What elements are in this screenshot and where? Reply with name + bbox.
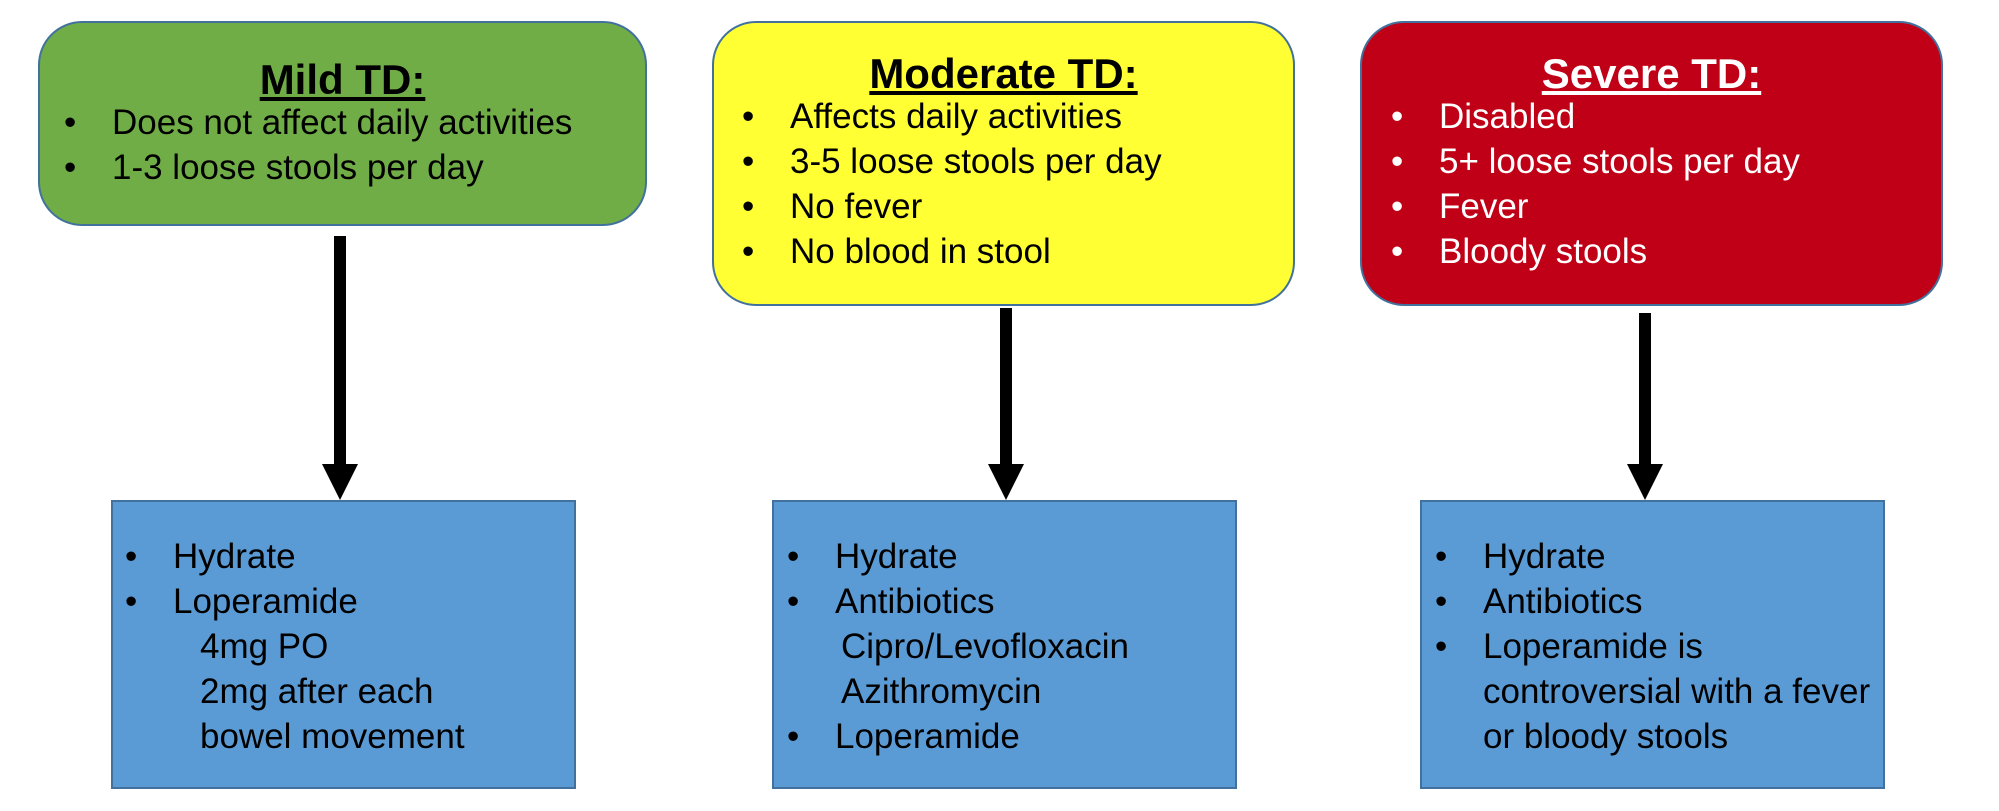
moderate-treatment-box: Hydrate Antibiotics Cipro/Levofloxacin A… [772,500,1237,789]
list-item: 5+ loose stools per day [1391,139,1941,184]
list-item: Loperamide 4mg PO 2mg after each bowel m… [125,579,574,759]
mild-severity-box: Mild TD: Does not affect daily activitie… [38,21,647,226]
list-item: 1-3 loose stools per day [64,145,645,190]
list-item: Hydrate [1435,534,1873,579]
mild-treatment-list: Hydrate Loperamide 4mg PO 2mg after each… [125,534,574,759]
list-item: Does not affect daily activities [64,100,645,145]
arrow-moderate [988,308,1024,500]
list-item: Hydrate [787,534,1235,579]
severe-title: Severe TD: [1541,50,1762,97]
list-item: No fever [742,184,1293,229]
severe-treatment-box: Hydrate Antibiotics Loperamide is contro… [1420,500,1885,789]
antibiotic-option-cipro: Cipro/Levofloxacin [841,627,1129,666]
arrow-mild [322,236,358,500]
moderate-symptom-list: Affects daily activities 3-5 loose stool… [742,94,1293,274]
list-item: Loperamide is controversial with a fever… [1435,624,1873,759]
list-item: Affects daily activities [742,94,1293,139]
mild-treatment-box: Hydrate Loperamide 4mg PO 2mg after each… [111,500,576,789]
list-item: No blood in stool [742,229,1293,274]
list-item: Antibiotics Cipro/Levofloxacin Azithromy… [787,579,1235,714]
severe-severity-box: Severe TD: Disabled 5+ loose stools per … [1360,21,1943,306]
antibiotics-label: Antibiotics [835,582,995,621]
list-item: 3-5 loose stools per day [742,139,1293,184]
loperamide-dose-followup: 2mg after each [200,672,434,711]
mild-title: Mild TD: [259,56,426,103]
loperamide-label: Loperamide [173,582,358,621]
list-item: Disabled [1391,94,1941,139]
severe-treatment-list: Hydrate Antibiotics Loperamide is contro… [1435,534,1873,759]
list-item: Hydrate [125,534,574,579]
loperamide-dose-initial: 4mg PO [200,627,329,666]
moderate-treatment-list: Hydrate Antibiotics Cipro/Levofloxacin A… [787,534,1235,759]
moderate-severity-box: Moderate TD: Affects daily activities 3-… [712,21,1295,306]
list-item: Fever [1391,184,1941,229]
list-item: Bloody stools [1391,229,1941,274]
severe-symptom-list: Disabled 5+ loose stools per day Fever B… [1391,94,1941,274]
list-item: Loperamide [787,714,1235,759]
arrow-severe [1627,313,1663,500]
moderate-title: Moderate TD: [869,50,1138,97]
mild-symptom-list: Does not affect daily activities 1-3 loo… [64,100,645,190]
list-item: Antibiotics [1435,579,1873,624]
loperamide-dose-followup-cont: bowel movement [200,717,465,756]
antibiotic-option-azithro: Azithromycin [841,672,1042,711]
